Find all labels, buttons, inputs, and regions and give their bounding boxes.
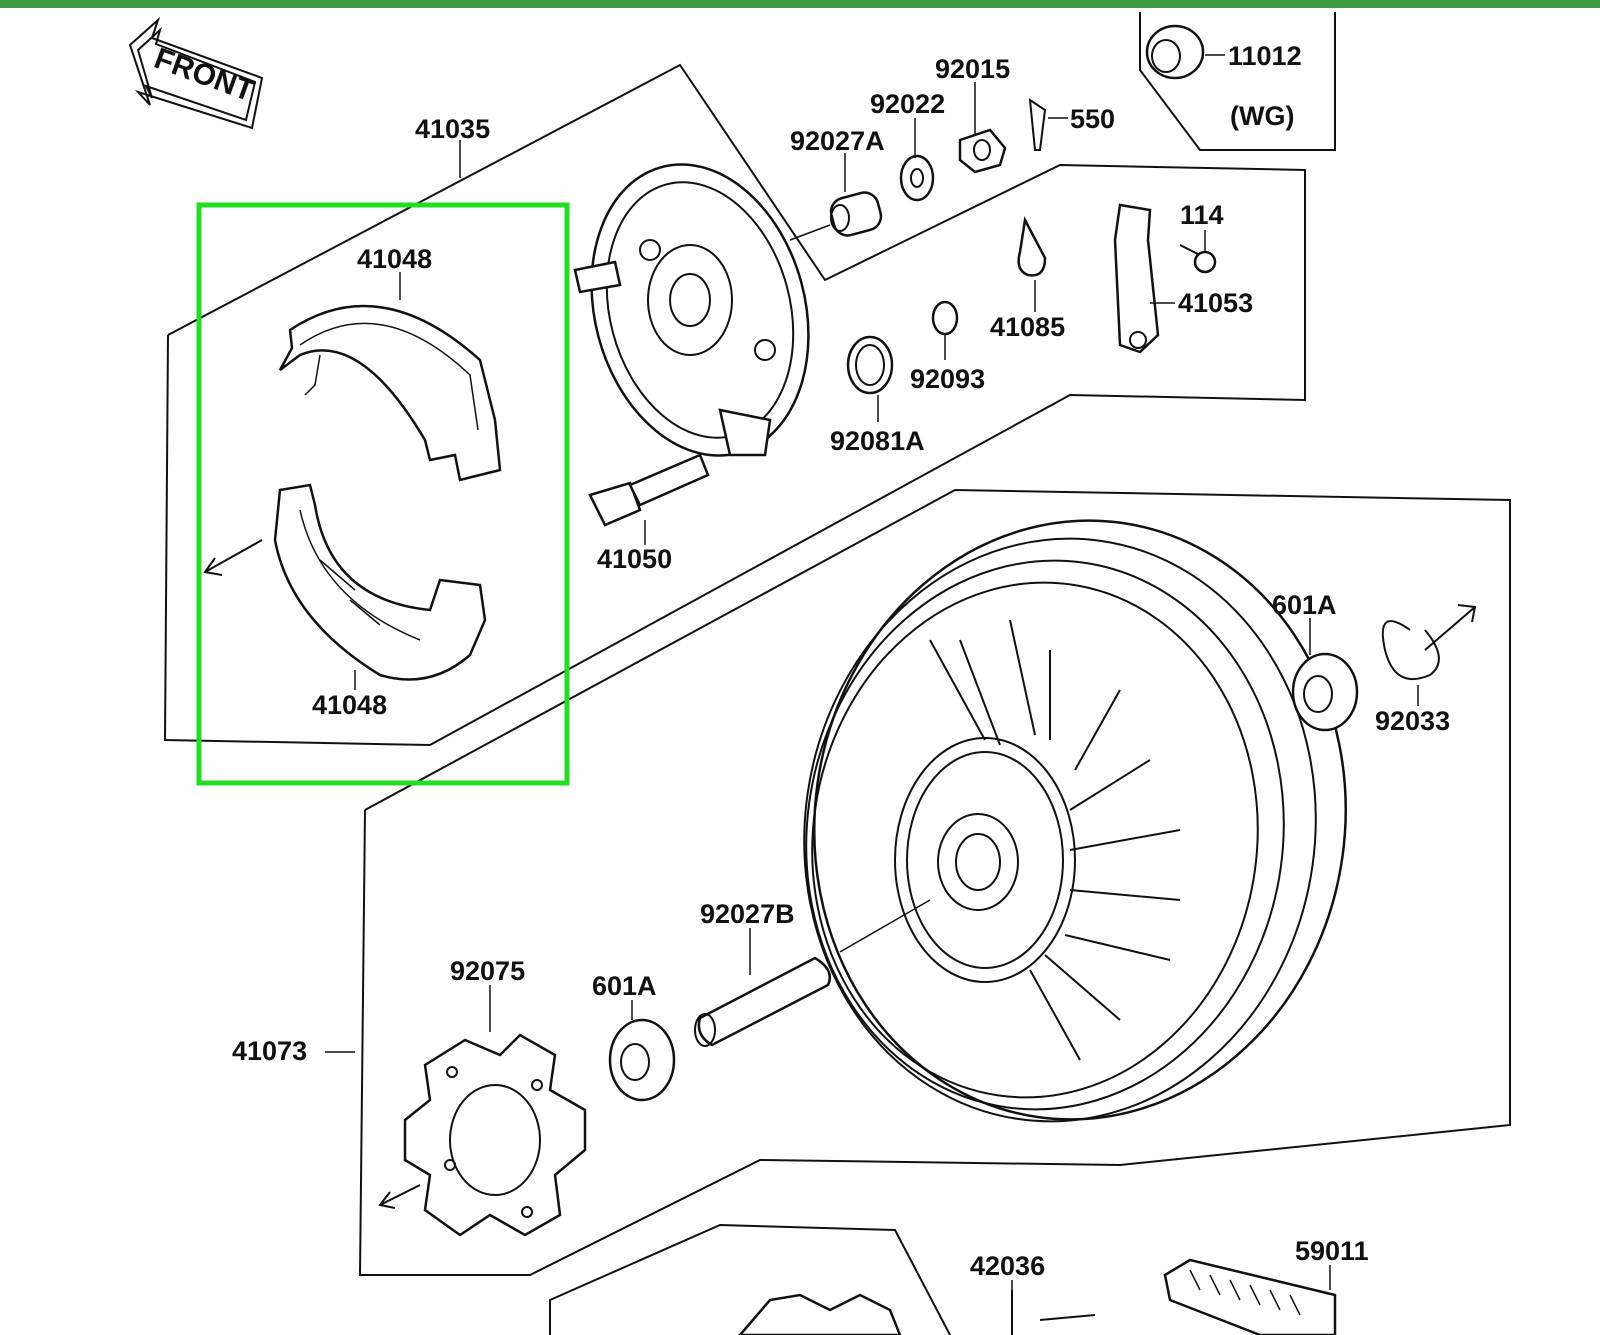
damper-92075: [403, 1033, 587, 1237]
part-label-41050: 41050: [597, 544, 672, 574]
part-label-41035: 41035: [415, 114, 490, 144]
arrow-left-upper: [203, 539, 263, 576]
part-label-92022: 92022: [870, 89, 945, 119]
part-label-41053: 41053: [1178, 288, 1253, 318]
part-label-92027B: 92027B: [700, 899, 795, 929]
chain-59011: [1163, 1258, 1337, 1335]
part-label-114: 114: [1180, 200, 1224, 230]
lower-group-outline: [549, 1223, 951, 1335]
part-label-41073: 41073: [232, 1036, 307, 1066]
part-label-92033: 92033: [1375, 706, 1450, 736]
cap-11012: [1145, 24, 1205, 80]
brake-panel: [573, 163, 810, 457]
bearing-601A-left: [608, 1018, 676, 1102]
part-label-11012: 11012: [1228, 41, 1302, 71]
part-label-550: 550: [1070, 104, 1115, 134]
bearing-601A-right: [1291, 652, 1359, 732]
arrow-left-lower: [378, 1184, 421, 1209]
nut-92015: [958, 128, 1007, 174]
part-label-92081A: 92081A: [830, 426, 925, 456]
brake-lever-41053: [1113, 203, 1160, 354]
part-label-92027A: 92027A: [790, 126, 885, 156]
part-label-42036: 42036: [970, 1251, 1045, 1281]
part-label-92075: 92075: [450, 956, 525, 986]
highlight-box: [196, 202, 570, 786]
seal-92093: [931, 300, 959, 336]
brake-shoe-bottom: [273, 483, 487, 681]
wg-box-outline: [1139, 12, 1336, 151]
rear-wheel: [803, 519, 1347, 1123]
part-label-59011: 59011: [1295, 1236, 1369, 1266]
bolt-114: [1179, 244, 1217, 274]
part-label-92093: 92093: [910, 364, 985, 394]
spring-92081A: [846, 335, 894, 395]
indicator-41085: [1017, 216, 1047, 277]
part-label-601A-right: 601A: [1272, 590, 1337, 620]
arrow-right: [1424, 604, 1477, 651]
part-label-wg: (WG): [1230, 101, 1294, 131]
washer-92022: [899, 154, 935, 202]
front-label: FRONT: [150, 42, 258, 108]
leader-lines: [325, 54, 1419, 1292]
part-label-41048-top: 41048: [357, 244, 432, 274]
part-label-92015: 92015: [935, 54, 1010, 84]
part-label-41085: 41085: [990, 312, 1065, 342]
brake-panel-group-outline: [163, 63, 1306, 747]
part-label-601A-left: 601A: [592, 971, 657, 1001]
front-direction-arrow: FRONT: [128, 16, 264, 130]
cotter-pin-550: [1028, 97, 1047, 151]
brake-cam-41050: [588, 453, 710, 545]
bolt-42036: [1011, 1290, 1096, 1335]
brake-shoe-top: [278, 304, 502, 482]
wheel-group-outline: [358, 488, 1511, 1276]
sprocket-hub-partial: [738, 1293, 902, 1335]
part-label-41048-bottom: 41048: [312, 690, 387, 720]
collar-92027B: [694, 899, 931, 1047]
collar-92027A: [829, 191, 883, 237]
circlip-92033: [1381, 620, 1440, 680]
top-accent-bar: [0, 0, 1600, 8]
